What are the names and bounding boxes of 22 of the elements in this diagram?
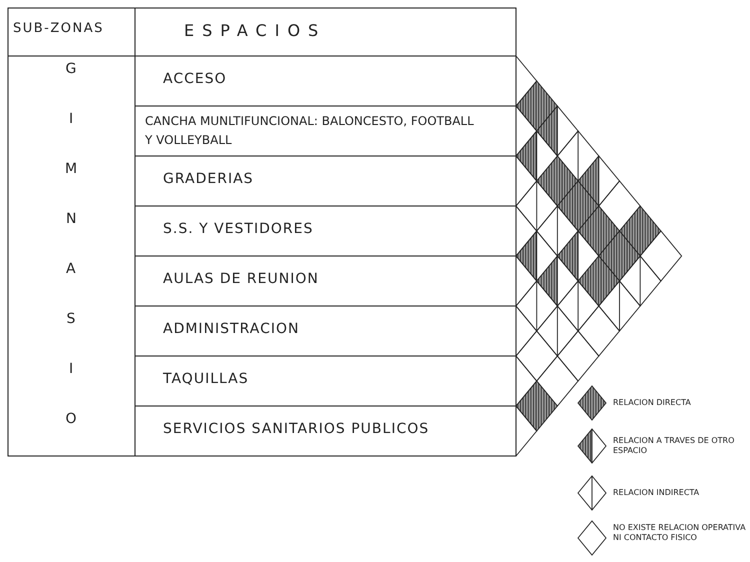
legend-label: RELACION DIRECTA bbox=[613, 398, 692, 408]
subzone-letter: I bbox=[69, 111, 74, 128]
space-name: ADMINISTRACION bbox=[163, 321, 300, 338]
space-name: TAQUILLAS bbox=[163, 371, 249, 388]
legend-label: RELACION INDIRECTA bbox=[613, 488, 700, 498]
subzone-letter: A bbox=[66, 261, 76, 278]
space-name: AULAS DE REUNION bbox=[163, 271, 319, 288]
column-header: SUB-ZONAS bbox=[13, 22, 104, 37]
space-name: SERVICIOS SANITARIOS PUBLICOS bbox=[163, 421, 430, 438]
subzone-letter: I bbox=[69, 361, 74, 378]
legend-label: NO EXISTE RELACION OPERATIVA NI CONTACTO FISICO bbox=[613, 523, 747, 543]
column-header: ESPACIOS bbox=[184, 22, 326, 40]
subzone-letter: G bbox=[66, 61, 76, 78]
legend-label: RELACION A TRAVES DE OTRO ESPACIO bbox=[613, 436, 736, 456]
space-name: GRADERIAS bbox=[163, 171, 254, 188]
space-name: ACCESO bbox=[163, 71, 227, 88]
subzone-letter: S bbox=[66, 311, 76, 328]
space-name: CANCHA MUNLTIFUNCIONAL: BALONCESTO, FOOTBALL Y VOLLEYBALL bbox=[145, 113, 475, 149]
space-name: S.S. Y VESTIDORES bbox=[163, 221, 314, 238]
subzone-letter: M bbox=[65, 161, 78, 178]
subzone-letter: N bbox=[66, 211, 76, 228]
subzone-letter: O bbox=[66, 411, 77, 428]
